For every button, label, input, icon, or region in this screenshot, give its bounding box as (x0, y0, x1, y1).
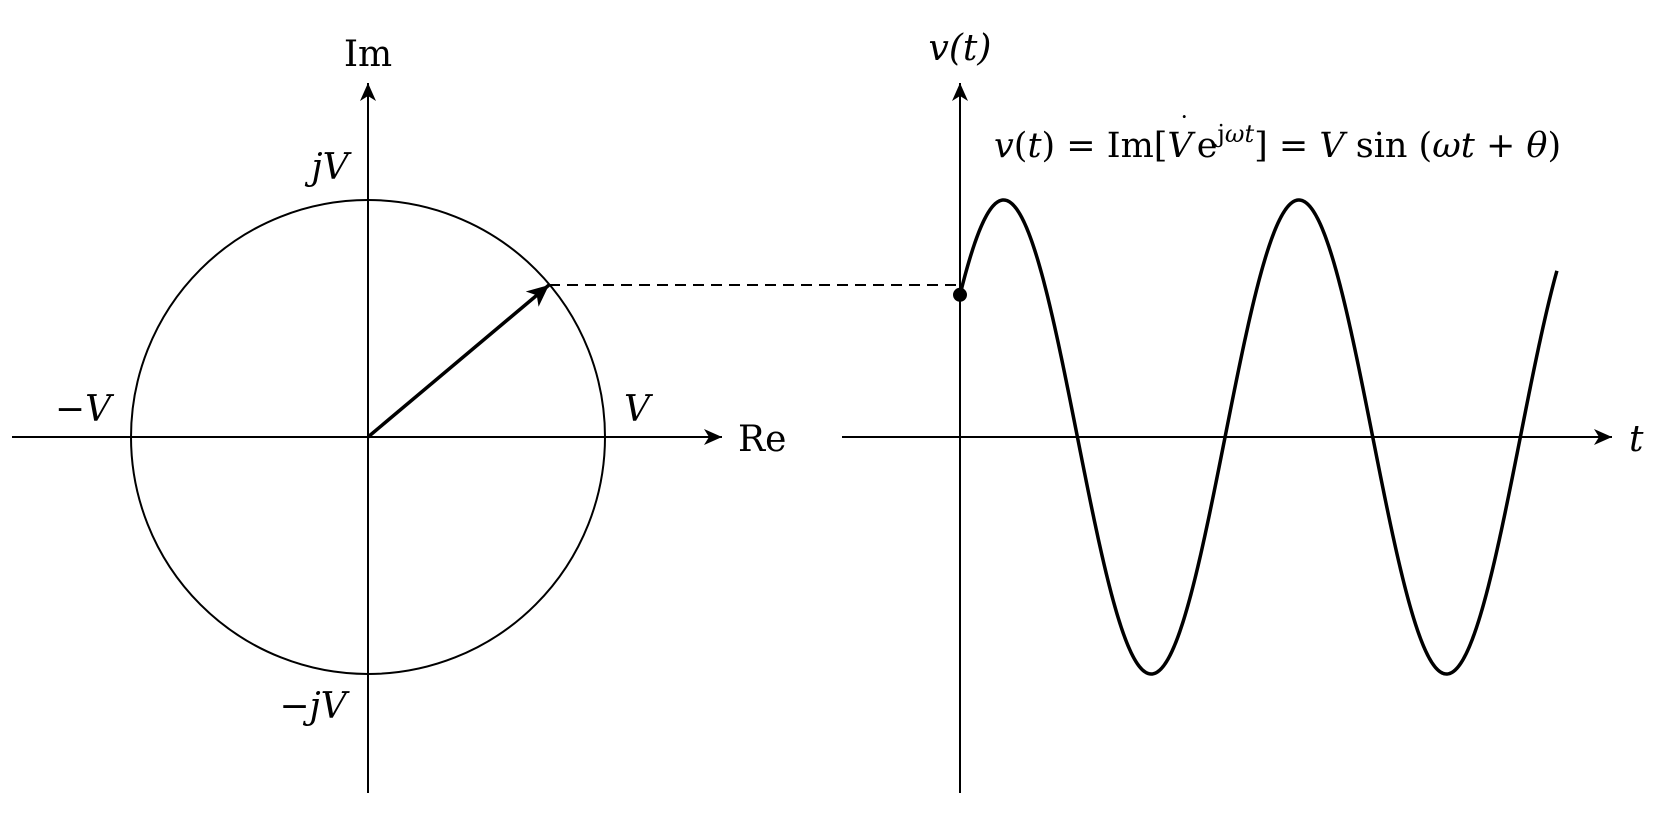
voltage-axis-label: v(t) (929, 28, 992, 69)
phasor-diagram: Im Re V −V jV −jV (12, 34, 960, 793)
unit-circle (130, 199, 606, 675)
neg-imag-label: −jV (279, 686, 350, 727)
neg-real-label: −V (55, 389, 115, 430)
pos-real-label: V (624, 389, 654, 430)
waveform-start-point (953, 287, 967, 302)
waveform-equation: v(t) = Im[V˙ejωt] = V sin (ωt + θ) (994, 112, 1561, 166)
real-axis-label: Re (738, 419, 786, 460)
sine-wave-curve (958, 198, 1559, 676)
pos-imag-label: jV (304, 147, 352, 188)
phasor-arrow (366, 283, 551, 439)
waveform-plot: v(t) t v(t) = Im[V˙ejωt] = V sin (ωt + θ… (842, 28, 1644, 793)
time-axis-label: t (1629, 419, 1644, 460)
imag-axis-label: Im (344, 34, 392, 75)
